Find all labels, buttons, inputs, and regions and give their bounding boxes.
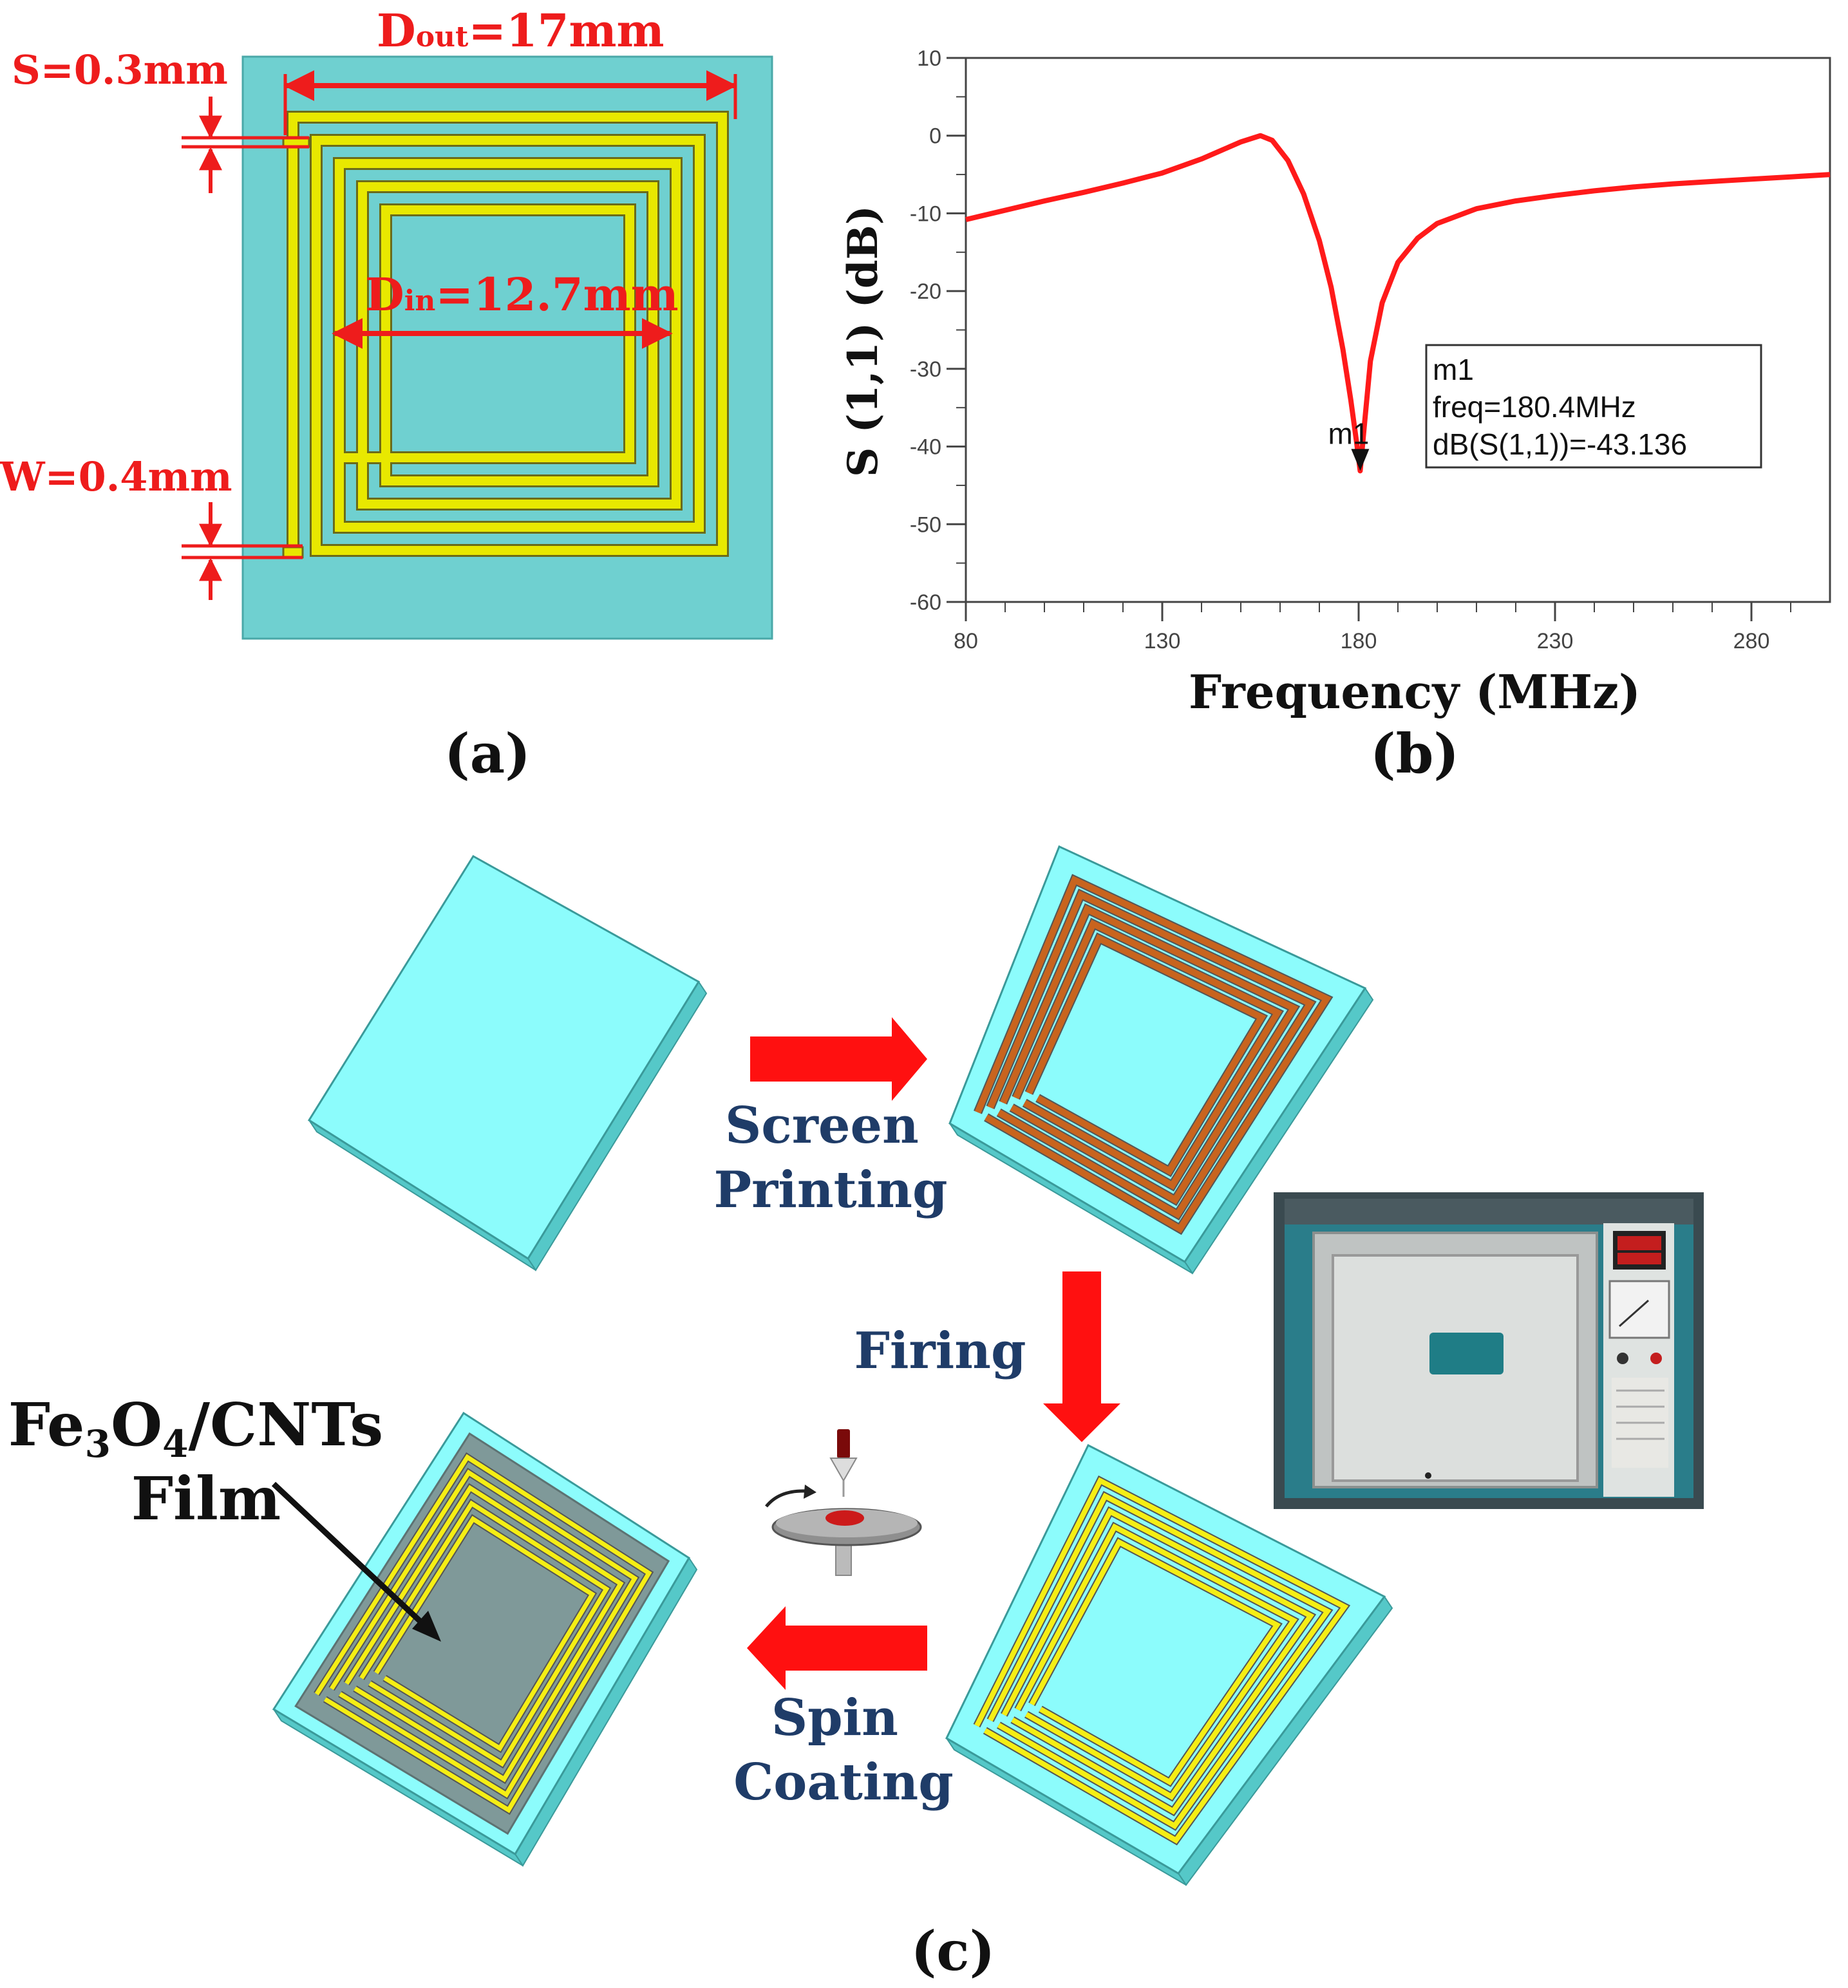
coil-turn — [1026, 934, 1267, 1176]
film-coated-substrate — [272, 1411, 698, 1867]
coil-turn — [330, 1469, 638, 1798]
coil-turn — [1001, 1508, 1315, 1815]
coil-turn — [1015, 1523, 1297, 1800]
coil-turn — [988, 1492, 1332, 1830]
x-tick-label: 80 — [954, 629, 978, 653]
coil-turn — [359, 1500, 610, 1767]
firing-arrow — [1043, 1271, 1120, 1442]
x-tick-label: 180 — [1341, 629, 1377, 653]
marker-info-box: m1 freq=180.4MHz dB(S(1,1))=-43.136 — [1425, 344, 1762, 469]
s-spacing-label: S=0.3mm — [12, 46, 228, 93]
coil-turn — [1013, 919, 1283, 1190]
panel-a-label: (a) — [444, 722, 531, 785]
slab-top-face — [307, 854, 701, 1261]
x-tick-label: 280 — [1733, 629, 1770, 653]
marker-box-line-2: freq=180.4MHz — [1433, 390, 1636, 424]
fe3o4-cnt-film — [294, 1432, 670, 1835]
marker-box-line-1: m1 — [1433, 353, 1474, 386]
din-label: Din=12.7mm — [365, 268, 679, 321]
coil-turn — [374, 1515, 596, 1752]
spin-coater-icon — [765, 1429, 922, 1576]
coil-turn — [344, 1485, 624, 1783]
y-tick-label: -30 — [910, 357, 941, 382]
film-pointer-arrowhead — [412, 1611, 441, 1642]
marker-m1-triangle — [1351, 449, 1370, 471]
film-material-label: Fe3O4/CNTs Film — [8, 1390, 404, 1533]
screen-printing-arrow — [750, 1017, 927, 1101]
y-tick-label: -40 — [910, 435, 941, 460]
step-spin-coating-label: Spin Coating — [733, 1689, 954, 1812]
spin-coating-arrow — [747, 1606, 927, 1690]
x-tick-label: 230 — [1537, 629, 1574, 653]
coil-turn — [314, 1454, 652, 1814]
y-tick-label: -10 — [910, 202, 941, 226]
panel-c-label: (c) — [911, 1919, 995, 1983]
coil-turn — [1029, 1539, 1281, 1786]
y-tick-label: -60 — [910, 590, 941, 615]
panel-b: 10 0 -10 -20 -30 -40 -50 -60 80 130 180 230 280 m1 S… — [839, 46, 1831, 785]
dout-label: Dout=17mm — [377, 4, 665, 57]
s11-curve — [965, 133, 1831, 474]
coil-trace — [288, 113, 727, 555]
coil-turn — [974, 1477, 1349, 1844]
muffle-furnace-photo — [1274, 1192, 1704, 1509]
marker-m1: m1 — [1328, 417, 1370, 471]
bare-substrate — [307, 854, 708, 1271]
slab-top-face — [945, 1443, 1386, 1875]
y-tick-label: 10 — [917, 46, 941, 71]
printed-coil-substrate — [948, 845, 1374, 1275]
coil-turn — [974, 876, 1332, 1233]
coil-turn — [1000, 905, 1299, 1205]
planar-coil-layout — [282, 111, 729, 559]
panel-b-label: (b) — [1370, 722, 1459, 785]
y-tick-label: -50 — [910, 512, 941, 537]
chart-x-axis-label: Frequency (MHz) — [1189, 664, 1641, 719]
y-tick-label: 0 — [929, 124, 941, 149]
marker-m1-label: m1 — [1328, 417, 1369, 450]
fired-coil-substrate — [945, 1443, 1393, 1886]
y-tick-label: -20 — [910, 279, 941, 304]
marker-box-line-3: dB(S(1,1))=-43.136 — [1433, 427, 1687, 461]
x-tick-label: 130 — [1144, 629, 1181, 653]
chart-ticks: 10 0 -10 -20 -30 -40 -50 -60 80 130 180 230 280 — [910, 46, 1791, 653]
chart-plot-area — [965, 57, 1831, 603]
panel-a: Dout=17mm Din=12.7mm S=0.3mm W=0.4mm (a) — [0, 4, 773, 785]
film-pointer-arrow — [271, 1481, 431, 1631]
coil-turn — [987, 890, 1315, 1219]
chart-y-axis-label: S (1,1) (dB) — [839, 205, 887, 477]
panel-c: Screen Printing Firing Spin Coating — [8, 845, 1704, 1983]
step-screen-printing-label: Screen Printing — [714, 1096, 948, 1219]
w-width-label: W=0.4mm — [0, 453, 232, 500]
step-firing-label: Firing — [854, 1322, 1026, 1380]
